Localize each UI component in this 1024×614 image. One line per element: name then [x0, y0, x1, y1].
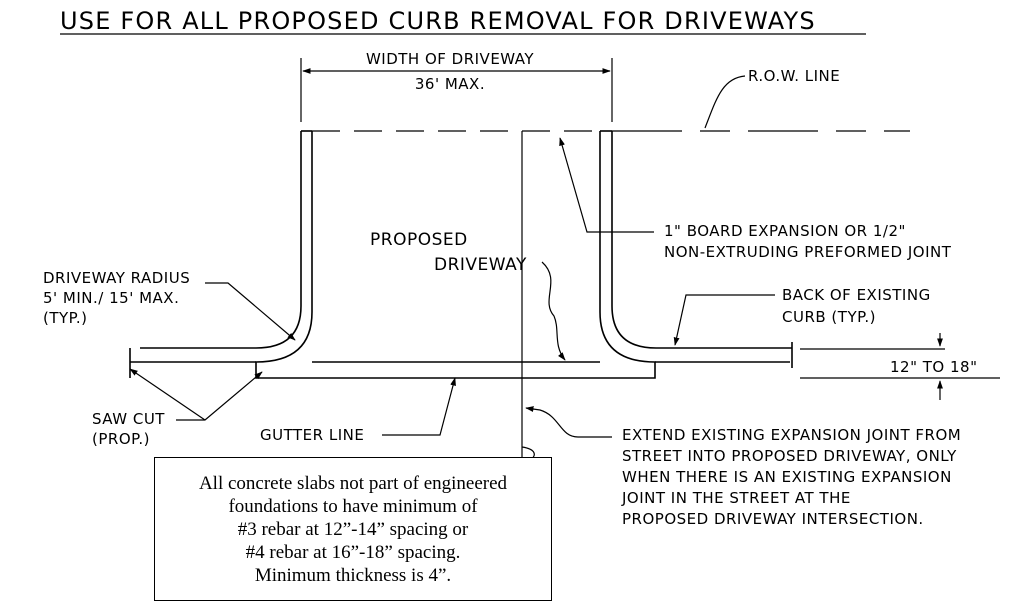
note-line-4: #4 rebar at 16”-18” spacing.	[245, 541, 461, 563]
board-label-2: NON-EXTRUDING PREFORMED JOINT	[664, 243, 952, 261]
gutter-line-label: GUTTER LINE	[260, 426, 364, 444]
row-line-label: R.O.W. LINE	[748, 67, 840, 85]
extend-label-1: EXTEND EXISTING EXPANSION JOINT FROM	[622, 426, 961, 444]
note-line-2: foundations to have minimum of	[228, 495, 478, 517]
note-line-5: Minimum thickness is 4”.	[254, 564, 452, 586]
saw-cut-label-1: SAW CUT	[92, 410, 165, 428]
extend-label-3: WHEN THERE IS AN EXISTING EXPANSION	[622, 468, 952, 486]
row-line: R.O.W. LINE	[312, 67, 910, 132]
extend-joint-callout: EXTEND EXISTING EXPANSION JOINT FROM STR…	[525, 406, 961, 528]
radius-label-2: 5' MIN./ 15' MAX.	[43, 289, 179, 307]
note-line-3: #3 rebar at 12”-14” spacing or	[237, 518, 469, 540]
extend-label-4: JOINT IN THE STREET AT THE	[621, 489, 851, 507]
proposed-label: PROPOSED	[370, 230, 468, 250]
back-curb-label-2: CURB (TYP.)	[782, 308, 876, 326]
board-expansion-callout: 1" BOARD EXPANSION OR 1/2" NON-EXTRUDING…	[541, 137, 952, 361]
extend-label-5: PROPOSED DRIVEWAY INTERSECTION.	[622, 510, 924, 528]
saw-cut-callout: SAW CUT (PROP.)	[92, 368, 263, 448]
back-of-curb-callout: BACK OF EXISTING CURB (TYP.)	[673, 286, 931, 346]
note-line-1: All concrete slabs not part of engineere…	[198, 472, 508, 494]
expansion-joint	[521, 131, 535, 462]
curb-width-label: 12" TO 18"	[890, 358, 977, 376]
driveway-radius-callout: DRIVEWAY RADIUS 5' MIN./ 15' MAX. (TYP.)	[43, 269, 296, 341]
width-max-label: 36' MAX.	[415, 75, 485, 93]
drawing-title: USE FOR ALL PROPOSED CURB REMOVAL FOR DR…	[60, 7, 816, 35]
extend-label-2: STREET INTO PROPOSED DRIVEWAY, ONLY	[622, 447, 957, 465]
curb-width-dimension: 12" TO 18"	[800, 333, 1000, 400]
radius-label-3: (TYP.)	[43, 309, 88, 327]
concrete-slab-note: All concrete slabs not part of engineere…	[154, 457, 552, 601]
width-label: WIDTH OF DRIVEWAY	[366, 50, 534, 68]
board-label-1: 1" BOARD EXPANSION OR 1/2"	[664, 222, 906, 240]
radius-label-1: DRIVEWAY RADIUS	[43, 269, 190, 287]
driveway-label: DRIVEWAY	[434, 255, 527, 275]
gutter-line-callout: GUTTER LINE	[260, 377, 456, 444]
back-curb-label-1: BACK OF EXISTING	[782, 286, 931, 304]
width-dimension: WIDTH OF DRIVEWAY 36' MAX.	[300, 50, 613, 122]
saw-cut-label-2: (PROP.)	[92, 430, 150, 448]
